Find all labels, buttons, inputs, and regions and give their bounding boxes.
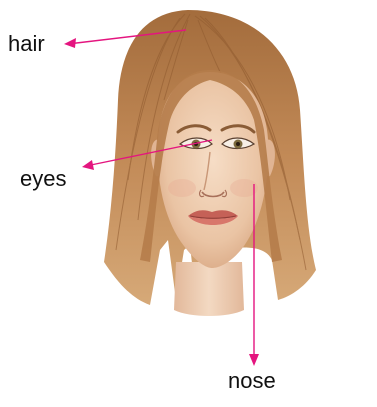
hair-label: hair <box>8 33 45 55</box>
hair-arrowhead <box>64 38 76 48</box>
eyes-label: eyes <box>20 168 66 190</box>
nose-arrowhead <box>249 354 259 366</box>
eyes-arrowhead <box>82 160 94 170</box>
neck-shape <box>174 262 244 316</box>
nose-label: nose <box>228 370 276 392</box>
